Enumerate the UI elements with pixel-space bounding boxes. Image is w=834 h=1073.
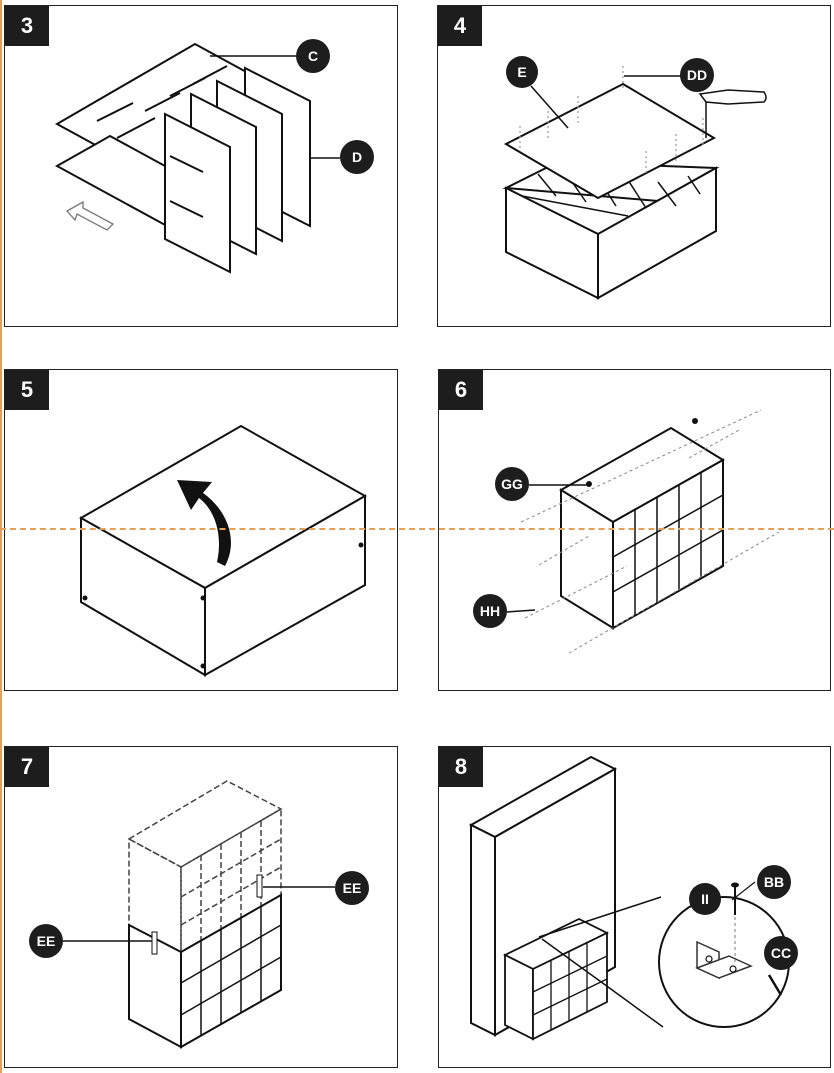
- callout-bb: BB: [757, 865, 791, 899]
- step-number: 5: [5, 370, 49, 410]
- step-7-panel: 7 EE EE: [4, 746, 398, 1068]
- margin-guide-line: [0, 0, 2, 1073]
- callout-d: D: [340, 140, 374, 174]
- step-3-panel: 3 C D: [4, 5, 398, 327]
- step-8-panel: 8 II BB: [438, 746, 831, 1068]
- callout-e: E: [506, 56, 538, 88]
- step-3-illustration: [54, 42, 340, 274]
- callout-cc: CC: [764, 936, 798, 970]
- step-8-illustration: [468, 755, 790, 1041]
- callout-ii: II: [689, 883, 721, 915]
- callout-c: C: [296, 39, 330, 73]
- step-6-illustration: [506, 409, 780, 654]
- step-number: 6: [439, 370, 483, 410]
- step-5-illustration: [78, 424, 368, 677]
- callout-gg: GG: [495, 467, 529, 501]
- step-4-panel: 4 E: [437, 5, 831, 327]
- step-4-illustration: [502, 66, 767, 300]
- step-number: 4: [438, 6, 482, 46]
- step-number: 7: [5, 747, 49, 787]
- callout-hh: HH: [473, 594, 507, 628]
- callout-ee-left: EE: [29, 924, 63, 958]
- step-7-illustration: [63, 780, 335, 1049]
- step-5-panel: 5: [4, 369, 398, 691]
- fold-guide-line: [0, 528, 834, 530]
- rotate-arrow-icon: [177, 480, 231, 566]
- callout-ee-right: EE: [335, 871, 369, 905]
- step-number: 8: [439, 747, 483, 787]
- callout-dd: DD: [680, 58, 714, 92]
- step-6-panel: 6 GG HH: [438, 369, 831, 691]
- step-number: 3: [5, 6, 49, 46]
